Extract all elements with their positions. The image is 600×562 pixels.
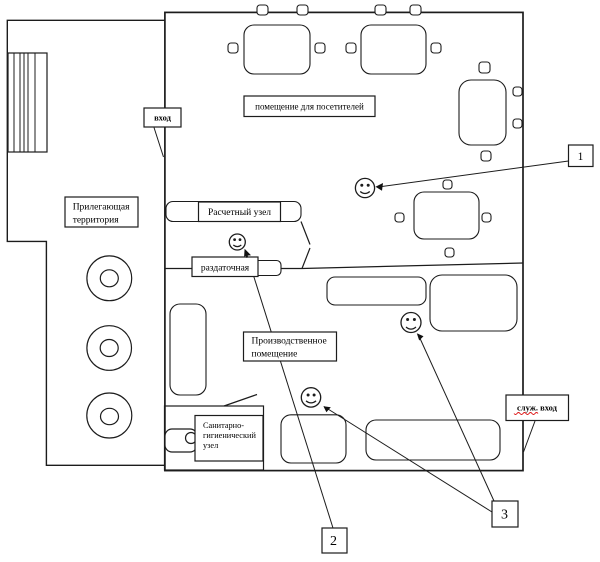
svg-text:гигиенический: гигиенический (203, 431, 256, 440)
svg-text:1: 1 (578, 151, 584, 163)
svg-text:раздаточная: раздаточная (201, 264, 250, 274)
svg-text:Санитарно-: Санитарно- (203, 421, 244, 430)
svg-text:помещение для посетителей: помещение для посетителей (255, 102, 364, 112)
svg-text:Расчетный узел: Расчетный узел (208, 207, 271, 218)
svg-text:территория: территория (73, 216, 120, 226)
svg-text:помещение: помещение (252, 350, 298, 360)
svg-text:2: 2 (330, 534, 337, 549)
svg-text:Прилегающая: Прилегающая (73, 203, 130, 213)
svg-text:3: 3 (501, 508, 508, 523)
svg-text:Производственное: Производственное (252, 337, 327, 347)
svg-text:служ. вход: служ. вход (517, 403, 558, 413)
svg-text:узел: узел (203, 441, 218, 450)
svg-text:вход: вход (154, 113, 172, 123)
